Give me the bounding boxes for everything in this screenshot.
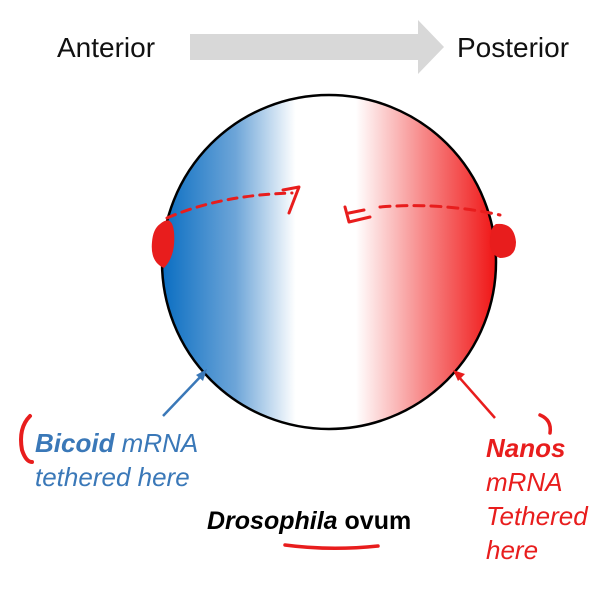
bicoid-pointer-line	[162, 373, 204, 417]
nanos-gene-name: Nanos	[486, 433, 566, 463]
bicoid-pointer-head	[196, 369, 207, 381]
ovum-caption: Drosophila ovum	[207, 509, 411, 534]
left-dashed-arc	[165, 191, 294, 220]
posterior-label: Posterior	[457, 32, 570, 63]
nanos-pointer-head	[453, 370, 465, 381]
hand-arrow-mark	[281, 185, 301, 215]
hand-arrow-mark-2	[343, 205, 372, 224]
bicoid-line-1: Bicoid mRNA	[35, 426, 198, 460]
nanos-pointer-line	[457, 375, 496, 419]
right-bracket-mark	[538, 413, 553, 435]
nanos-line-2: mRNA	[486, 467, 563, 497]
bicoid-line-2: tethered here	[35, 462, 190, 492]
species-name: Drosophila	[207, 507, 338, 535]
left-bracket-mark	[19, 414, 34, 464]
bicoid-callout: Bicoid mRNA tethered here	[35, 426, 198, 494]
caption-suffix: ovum	[337, 507, 412, 535]
anterior-label: Anterior	[57, 32, 156, 63]
bicoid-gene-name: Bicoid	[35, 428, 115, 458]
nanos-line-4: here	[486, 535, 539, 565]
nanos-line-3: Tethered	[486, 501, 588, 531]
posterior-mrna-blob	[489, 223, 516, 258]
bicoid-mrna-label: mRNA	[114, 428, 199, 458]
anterior-posterior-arrow	[190, 20, 444, 74]
ovum-circle	[160, 93, 498, 431]
right-dashed-arc	[378, 204, 502, 217]
species-underline	[283, 543, 380, 550]
nanos-callout: Nanos mRNA Tethered here	[486, 431, 588, 567]
anterior-mrna-blob	[151, 220, 175, 268]
